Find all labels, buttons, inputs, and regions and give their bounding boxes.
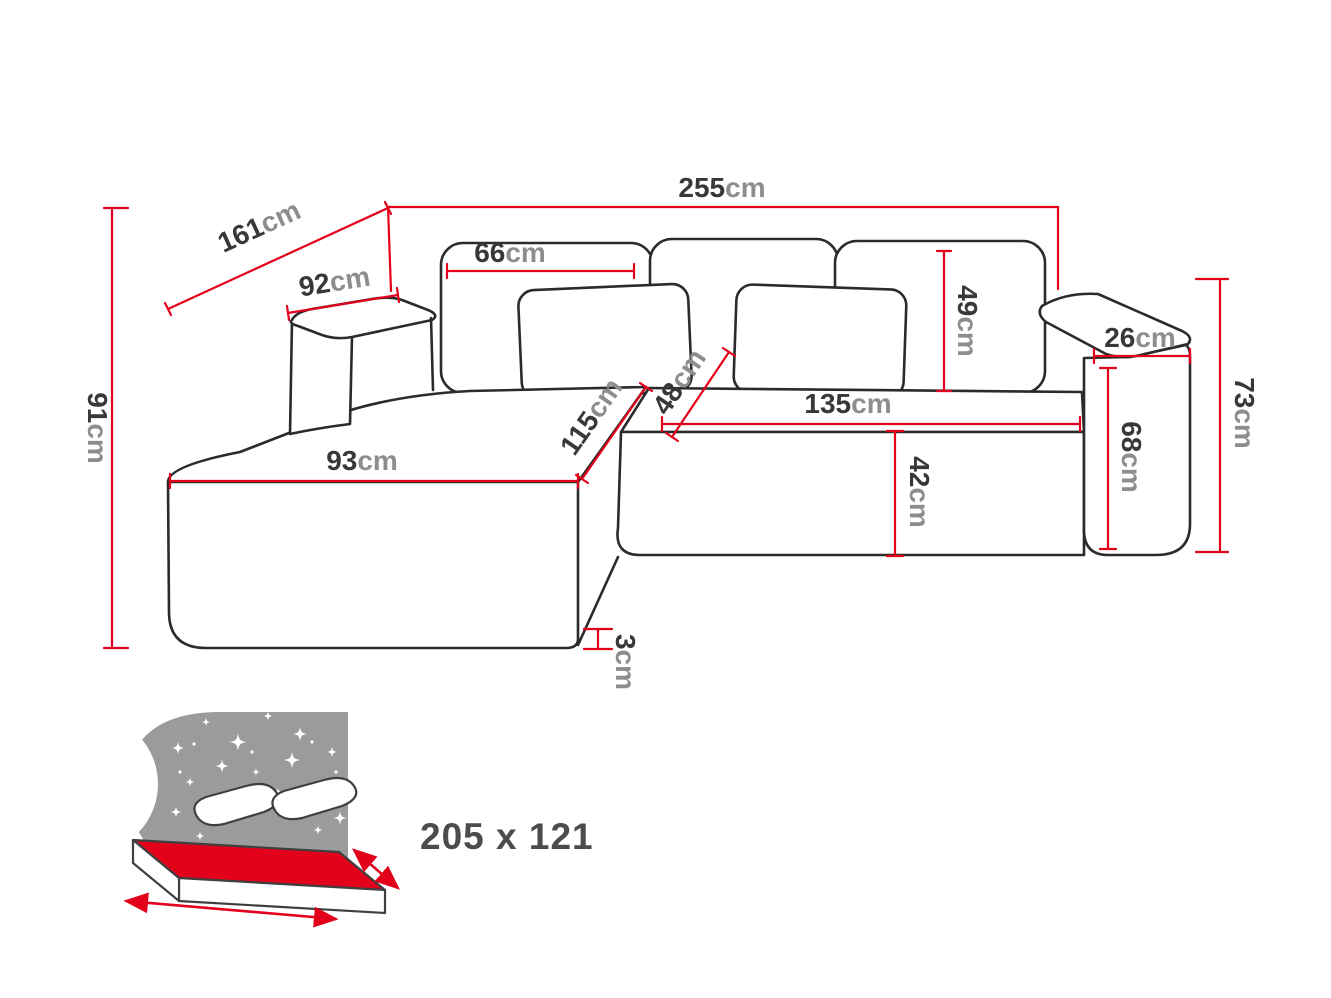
dim-backrest-height-value: 49 bbox=[952, 285, 983, 316]
dim-backrest-height-unit: cm bbox=[952, 316, 983, 356]
dim-chaise-width-label: 93cm bbox=[326, 445, 398, 476]
bed-pillow-right bbox=[271, 776, 358, 821]
dim-leg-height-label: 3cm bbox=[610, 634, 641, 690]
dim-seat-width-label: 135cm bbox=[804, 388, 891, 419]
left-armrest-front-face bbox=[288, 319, 354, 436]
dim-back-arm-width: 92cm bbox=[285, 261, 401, 322]
dim-seat-width: 135cm bbox=[660, 388, 1082, 433]
width-arrow bbox=[352, 848, 400, 890]
dim-overall-height: 91cm bbox=[82, 206, 130, 650]
dim-chaise-total-depth: 161cm bbox=[163, 194, 393, 317]
dim-chaise-width: 93cm bbox=[168, 445, 580, 490]
sofa-drawing bbox=[166, 237, 1192, 650]
dim-arm-side-height-label: 73cm bbox=[1229, 377, 1260, 449]
moon-crescent-cutout bbox=[18, 714, 158, 854]
dim-seat-width-value: 135 bbox=[804, 388, 851, 419]
dim-backrest-height: 49cm bbox=[935, 249, 983, 393]
dim-overall-width-label: 255cm bbox=[678, 172, 765, 203]
dim-armrest-top-width-value: 26 bbox=[1104, 322, 1135, 353]
dim-overall-width-unit: cm bbox=[725, 172, 765, 203]
dim-leg-height-unit: cm bbox=[610, 650, 641, 690]
right-armrest-front-face bbox=[1082, 343, 1192, 557]
dim-backrest-height-label: 49cm bbox=[952, 285, 983, 357]
dim-back-cushion-width-value: 66 bbox=[474, 237, 505, 268]
right-armrest-top-face bbox=[1038, 292, 1192, 359]
dim-back-arm-width-label: 92cm bbox=[297, 261, 373, 303]
dim-back-arm-width-unit: cm bbox=[327, 261, 372, 298]
dim-seat-height-value: 42 bbox=[904, 456, 935, 487]
dim-arm-side-height-value: 73 bbox=[1229, 377, 1260, 408]
left-armrest-right-edge bbox=[429, 316, 435, 392]
dim-back-cushion-width-label: 66cm bbox=[474, 237, 546, 268]
dim-chaise-total-depth-label: 161cm bbox=[213, 194, 305, 258]
dim-overall-height-label: 91cm bbox=[82, 392, 113, 464]
pillow-right bbox=[732, 283, 908, 399]
dim-back-arm-width-value: 92 bbox=[297, 267, 333, 302]
dim-back-cushion-width-unit: cm bbox=[505, 237, 545, 268]
dim-overall-width-value: 255 bbox=[678, 172, 725, 203]
stars bbox=[170, 711, 347, 841]
dim-seat-height-label: 42cm bbox=[904, 456, 935, 528]
chaise-seat-join-edge bbox=[576, 555, 620, 647]
dim-back-cushion-width: 66cm bbox=[445, 237, 636, 280]
dim-overall-height-unit: cm bbox=[82, 423, 113, 463]
seat-front-face bbox=[616, 430, 1086, 557]
dim-overall-width: 255cm bbox=[386, 172, 1060, 293]
dim-armrest-height-unit: cm bbox=[1116, 452, 1147, 492]
dim-seat-height: 42cm bbox=[885, 429, 935, 558]
chaise-front-face bbox=[166, 480, 580, 650]
dim-leg-height: 3cm bbox=[582, 627, 641, 690]
dim-armrest-height-label: 68cm bbox=[1116, 421, 1147, 493]
dim-armrest-height-value: 68 bbox=[1116, 421, 1147, 452]
dim-armrest-top-width-label: 26cm bbox=[1104, 322, 1176, 353]
headboard bbox=[124, 712, 348, 862]
dim-arm-side-height-unit: cm bbox=[1229, 408, 1260, 448]
dim-seat-height-unit: cm bbox=[904, 487, 935, 527]
left-armrest-top-face bbox=[289, 296, 437, 340]
dim-arm-side-height: 73cm bbox=[1194, 277, 1260, 554]
dim-chaise-width-value: 93 bbox=[326, 445, 357, 476]
sleeping-area-size: 205 x 121 bbox=[420, 816, 594, 857]
dim-chaise-width-unit: cm bbox=[357, 445, 397, 476]
dim-leg-height-value: 3 bbox=[610, 634, 641, 650]
dim-armrest-top-width-unit: cm bbox=[1135, 322, 1175, 353]
dim-armrest-height: 68cm bbox=[1098, 366, 1147, 551]
dim-armrest-top-width: 26cm bbox=[1092, 322, 1192, 365]
length-arrow bbox=[123, 892, 339, 928]
dim-seat-width-unit: cm bbox=[851, 388, 891, 419]
dim-overall-height-value: 91 bbox=[82, 392, 113, 423]
sleeping-function-icon: 205 x 121 bbox=[18, 711, 594, 928]
bed-pillow-left bbox=[193, 782, 280, 827]
